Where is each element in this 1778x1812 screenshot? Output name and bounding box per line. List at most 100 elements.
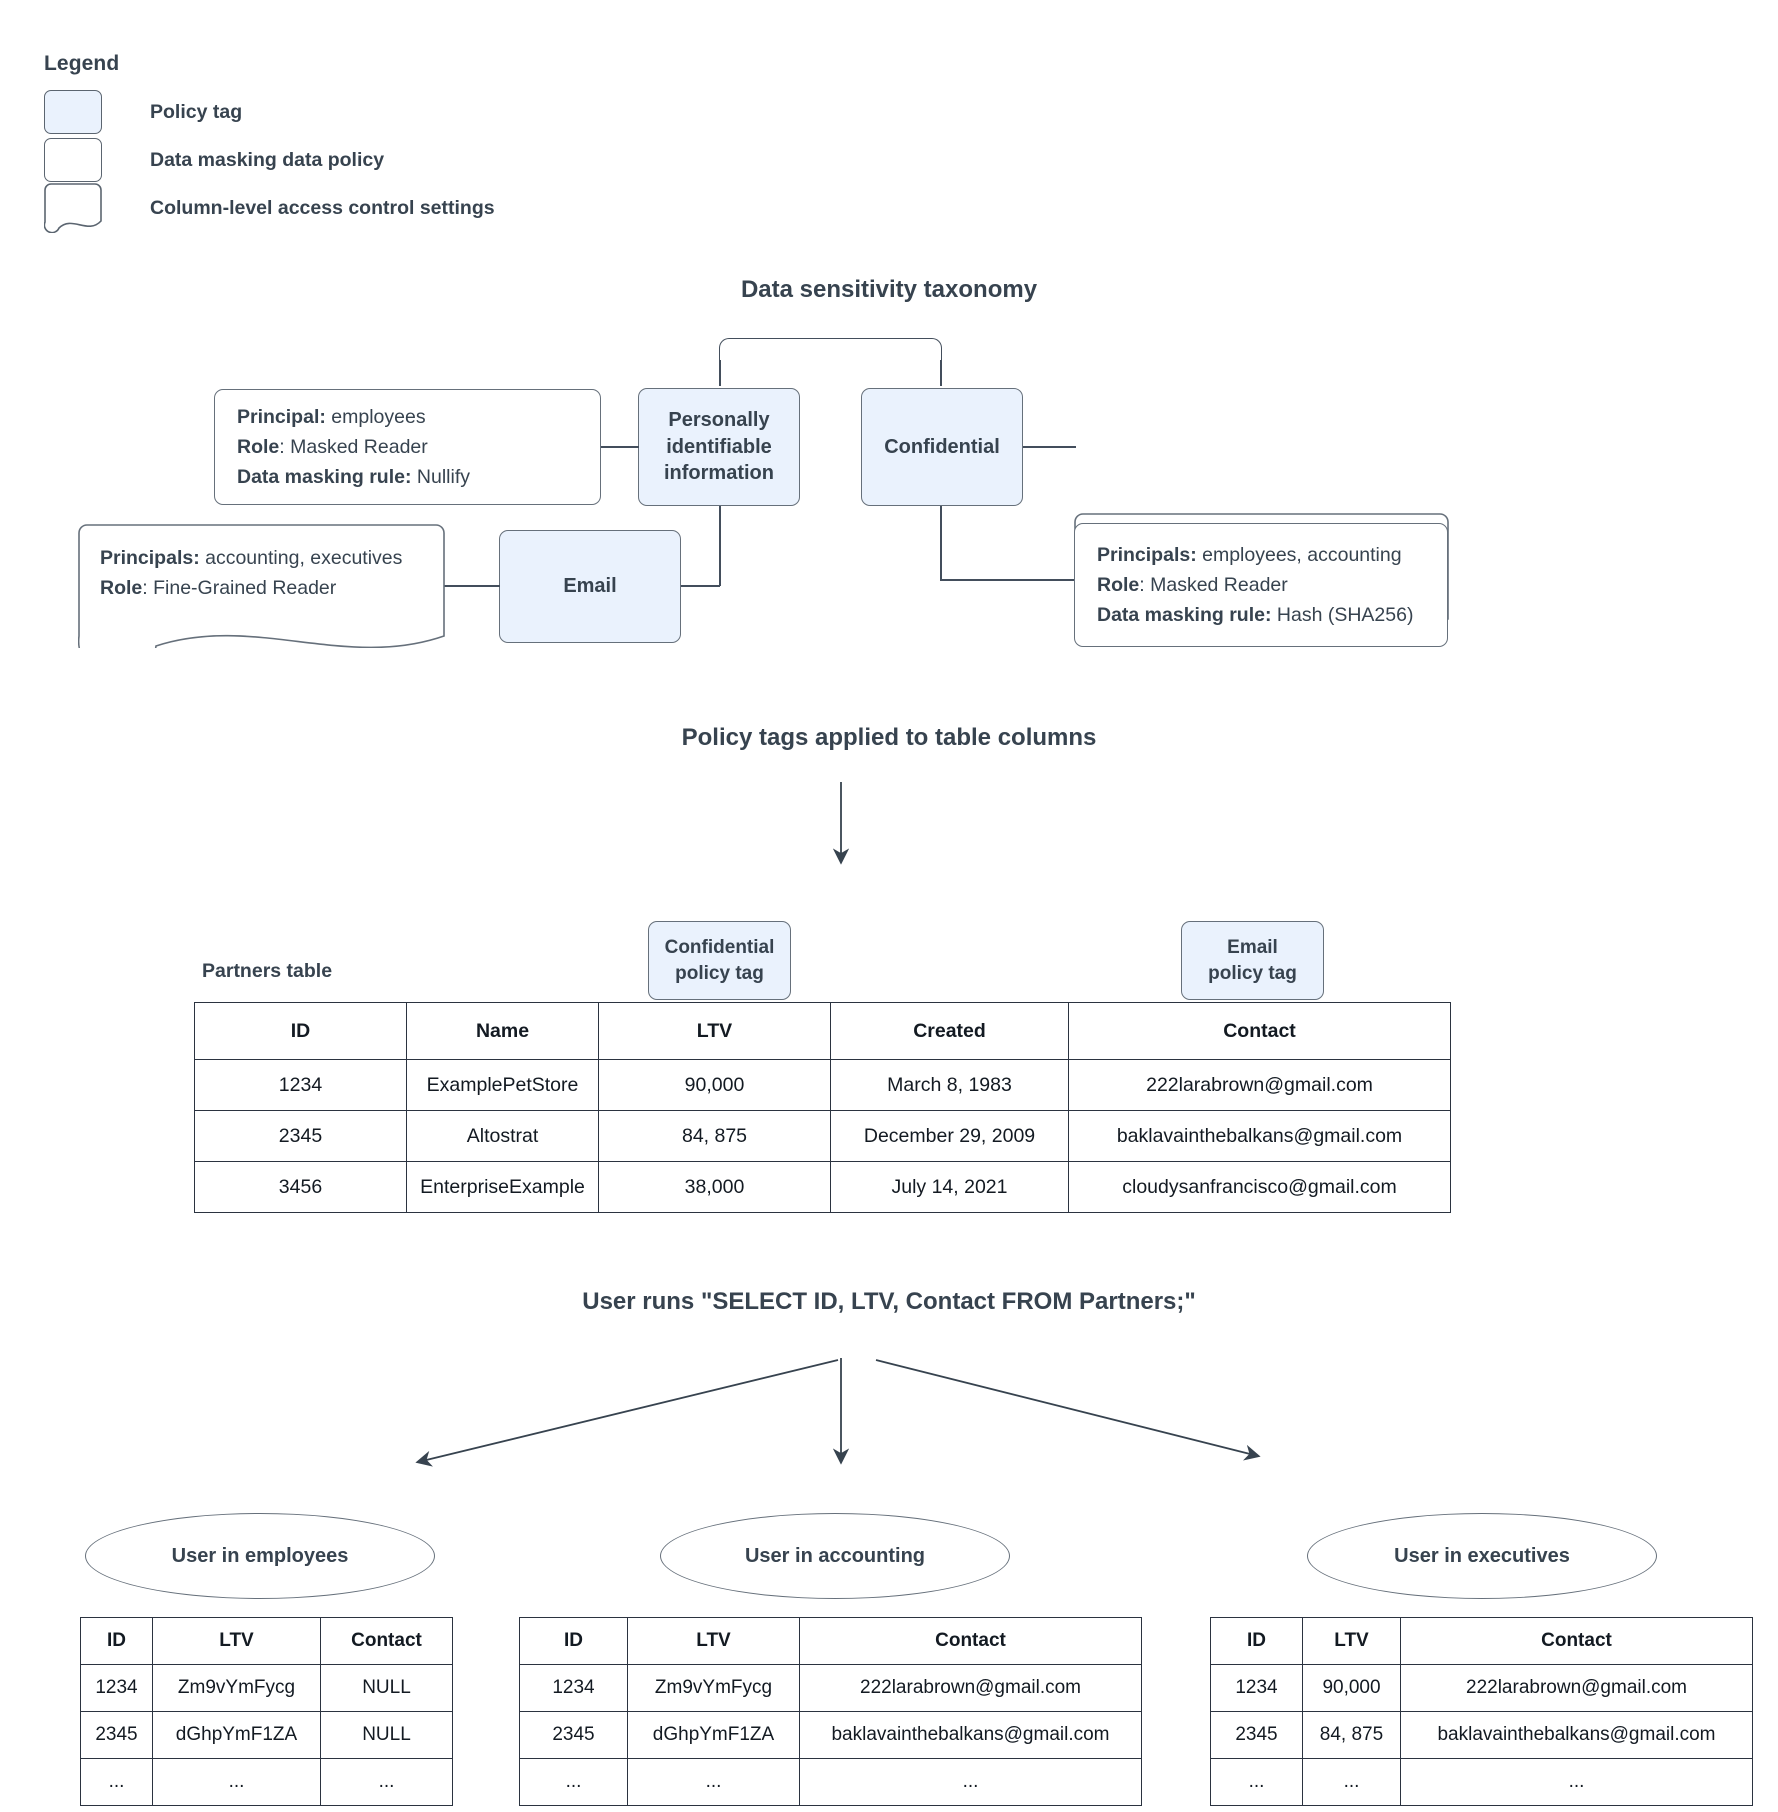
table-cell: Zm9vYmFycg <box>627 1664 800 1712</box>
table-cell: dGhpYmF1ZA <box>627 1711 800 1759</box>
table-row: ......... <box>1210 1758 1753 1806</box>
legend-item-data-masking: Data masking data policy <box>44 136 684 184</box>
table-cell: 1234 <box>1210 1664 1303 1712</box>
policy-line: Data masking rule: Hash (SHA256) <box>1097 600 1413 630</box>
table-cell: baklavainthebalkans@gmail.com <box>799 1711 1142 1759</box>
policy-line: Role: Masked Reader <box>1097 570 1413 600</box>
table-cell: 1234 <box>194 1059 407 1111</box>
connector-pii-top <box>719 360 721 386</box>
table-cell: December 29, 2009 <box>830 1110 1069 1162</box>
table-cell: dGhpYmF1ZA <box>152 1711 321 1759</box>
column-header: Contact <box>799 1617 1142 1665</box>
group-ellipse-accounting[interactable]: User in accounting <box>660 1513 1010 1599</box>
table-cell: July 14, 2021 <box>830 1161 1069 1213</box>
table-cell: 222larabrown@gmail.com <box>1400 1664 1753 1712</box>
policy-key: Data masking rule: <box>1097 604 1272 627</box>
column-header: LTV <box>152 1617 321 1665</box>
node-label: Personally identifiable information <box>664 409 774 485</box>
tag-line-2: policy tag <box>1208 962 1297 984</box>
legend-item-policy-tag: Policy tag <box>44 88 684 136</box>
group-ellipse-executives[interactable]: User in executives <box>1307 1513 1657 1599</box>
policy-key: Role <box>1097 573 1140 596</box>
policy-line: Principals: accounting, executives <box>100 543 402 573</box>
node-label: Confidential <box>884 435 1000 458</box>
connector-confidential-down <box>940 506 942 580</box>
column-header: Name <box>406 1002 599 1060</box>
node-email[interactable]: Email <box>499 530 681 643</box>
partners-table-caption: Partners table <box>202 960 333 982</box>
table-cell: ... <box>1210 1758 1303 1806</box>
table-cell: 84, 875 <box>1302 1711 1401 1759</box>
policy-value: accounting, executives <box>199 546 403 569</box>
table-cell: 1234 <box>519 1664 628 1712</box>
table-cell: ... <box>152 1758 321 1806</box>
confidential-policy-tag-callout[interactable]: Confidential policy tag <box>648 921 791 1000</box>
ellipse-label: User in accounting <box>744 1544 926 1567</box>
applied-title: Policy tags applied to table columns <box>681 724 1097 751</box>
legend-item-label: Policy tag <box>150 100 243 123</box>
table-cell: 2345 <box>1210 1711 1303 1759</box>
legend-item-label: Data masking data policy <box>150 148 385 171</box>
email-policy-tag-callout[interactable]: Email policy tag <box>1181 921 1324 1000</box>
policy-value: : Masked Reader <box>1139 573 1288 596</box>
tag-line-1: Email <box>1227 937 1278 959</box>
arrow-query-to-executives <box>875 1359 1261 1461</box>
connector-pii-to-email-vertical <box>719 506 721 586</box>
node-personally-identifiable-information[interactable]: Personally identifiable information <box>638 388 800 506</box>
tag-line-2: policy tag <box>675 962 764 984</box>
policy-line: Role: Masked Reader <box>237 432 470 462</box>
column-header: LTV <box>598 1002 831 1060</box>
table-cell: Altostrat <box>406 1110 599 1162</box>
table-cell: 38,000 <box>598 1161 831 1213</box>
connector-email-right <box>681 585 720 587</box>
column-header: Contact <box>1068 1002 1451 1060</box>
policy-value: Hash (SHA256) <box>1271 604 1414 627</box>
column-header: Contact <box>320 1617 453 1665</box>
connector-confidential-top <box>940 360 942 386</box>
policy-line: Principals: employees, accounting <box>1097 540 1413 570</box>
column-header: ID <box>1210 1617 1303 1665</box>
column-header: ID <box>194 1002 407 1060</box>
table-cell: 84, 875 <box>598 1110 831 1162</box>
column-header: Contact <box>1400 1617 1753 1665</box>
ellipse-label: User in employees <box>171 1544 349 1567</box>
policy-key: Role <box>237 435 280 458</box>
policy-key: Role <box>100 577 143 599</box>
table-cell: ... <box>519 1758 628 1806</box>
policy-confidential-data-masking: Principals: employees, accounting Role: … <box>1074 523 1448 647</box>
policy-key: Data masking rule: <box>237 466 412 489</box>
table-cell: 1234 <box>80 1664 153 1712</box>
table-cell: NULL <box>320 1664 453 1712</box>
connector-confidential-to-masking-policy <box>940 579 1076 581</box>
connector-confidential-to-access-policy <box>1023 446 1076 448</box>
column-header: ID <box>519 1617 628 1665</box>
policy-line: Role: Fine-Grained Reader <box>100 573 402 603</box>
table-cell: NULL <box>320 1711 453 1759</box>
table-cell: 2345 <box>194 1110 407 1162</box>
policy-key: Principals: <box>100 546 200 569</box>
policy-key: Principals: <box>1097 543 1197 566</box>
table-cell: 2345 <box>80 1711 153 1759</box>
policy-key: Principal: <box>237 405 326 428</box>
policy-pii-data-masking: Principal: employees Role: Masked Reader… <box>214 389 601 505</box>
table-cell: 222larabrown@gmail.com <box>1068 1059 1451 1111</box>
table-cell: 3456 <box>194 1161 407 1213</box>
table-cell: baklavainthebalkans@gmail.com <box>1400 1711 1753 1759</box>
table-cell: 222larabrown@gmail.com <box>799 1664 1142 1712</box>
policy-line: Data masking rule: Nullify <box>237 462 470 492</box>
table-cell: ... <box>627 1758 800 1806</box>
group-ellipse-employees[interactable]: User in employees <box>85 1513 435 1599</box>
node-confidential[interactable]: Confidential <box>861 388 1023 506</box>
policy-tag-swatch <box>44 90 102 134</box>
policy-value: Nullify <box>411 466 470 489</box>
taxonomy-title: Data sensitivity taxonomy <box>740 276 1038 303</box>
column-header: LTV <box>627 1617 800 1665</box>
